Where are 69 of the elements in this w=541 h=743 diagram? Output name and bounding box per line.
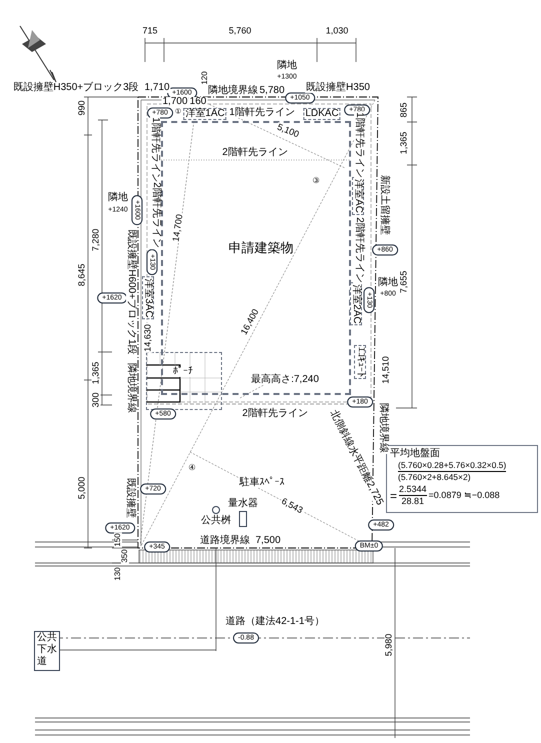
dimension-value: 5,980 <box>384 632 394 658</box>
dimension-value: 6,543 <box>279 496 305 516</box>
plan-annotation: 1階軒先ライン <box>228 108 296 118</box>
plan-annotation: 既設擁壁H350 <box>305 83 371 93</box>
plan-annotation: 新設土留擁壁 <box>379 174 389 236</box>
dimension-value: 1,710 <box>143 83 171 93</box>
fraction-denominator: 28.81 <box>402 496 424 507</box>
plan-annotation: 2階軒先ライン <box>241 409 309 419</box>
dimension-value: 150 <box>114 532 122 548</box>
dimension-value: 350 <box>121 548 129 564</box>
dimension-value: 14,700 <box>172 212 184 244</box>
dimension-value: 1,365 <box>400 130 408 156</box>
fraction-numerator: 2.5344 <box>399 484 427 496</box>
dimension-value: 1,030 <box>324 26 350 36</box>
plan-annotation: ④ <box>188 464 196 472</box>
plan-annotation: 既設擁壁 <box>125 477 135 519</box>
dimension-value: 7,655 <box>400 270 408 294</box>
plan-annotation: 1階軒先ライン <box>354 111 364 179</box>
catch-basin-label: 公共桝 <box>201 516 231 526</box>
plan-annotation: 既設擁壁H350+ブロック3段 <box>12 83 140 93</box>
plan-annotation: 既設擁壁H600+ブロック1段 <box>126 228 136 356</box>
dimension-value: 8,645 <box>78 262 86 288</box>
plan-annotation: 隣地 <box>107 193 129 203</box>
porch-label: ﾎﾟｰﾁ <box>173 367 193 377</box>
water-meter-label: 量水器 <box>228 499 258 509</box>
building-label: 申請建築物 <box>228 239 294 258</box>
plan-annotation: 隣地境界線 <box>378 402 388 454</box>
formula-result: =0.0879 ≒−0.088 <box>428 491 500 500</box>
equipment-box: 洋室1AC <box>183 108 227 120</box>
dimension-value: 5,100 <box>274 122 302 140</box>
dimension-value: 14,630 <box>144 323 152 353</box>
equipment-box: 洋室AC <box>352 177 364 215</box>
dimension-value: 120 <box>201 70 209 86</box>
dimension-value: 7,280 <box>92 228 100 252</box>
plan-annotation: 2階軒先ライン <box>151 181 161 249</box>
plan-annotation: 2階軒先ライン <box>354 216 364 284</box>
dimension-value: 1,700 <box>161 97 189 107</box>
formula-denominator: (5.760×2+8.645×2) <box>398 472 471 483</box>
dimension-value: 865 <box>400 101 408 119</box>
plan-annotation: 隣地境界線 <box>207 86 259 96</box>
equipment-box: 洋室3AC <box>142 276 154 320</box>
formula-heading: 平均地盤面 <box>390 448 441 460</box>
dimension-value: 300 <box>92 391 100 409</box>
water-meter <box>230 499 256 529</box>
plan-annotation: 駐車ｽﾍﾟｰｽ <box>238 478 286 488</box>
plan-annotation: 隣地境界線 <box>126 362 136 414</box>
equipment-box: 洋室2AC <box>350 282 362 326</box>
dimension-value: 5,780 <box>258 86 286 96</box>
equals-sign: = <box>390 490 398 502</box>
dimension-value: 5,000 <box>78 476 86 500</box>
plan-annotation: ③ <box>312 177 320 185</box>
dimension-value: 990 <box>78 99 86 117</box>
equipment-box: ｴｺｷｭｰﾄ <box>354 345 366 379</box>
dimension-value: 5,760 <box>228 26 252 36</box>
equipment-box: LDKAC <box>303 108 341 120</box>
plan-annotation: 2階軒先ライン <box>221 148 289 158</box>
formula-numerator: (5.760×0.28+5.76×0.32×0.5) <box>398 460 506 472</box>
plan-annotation: 道路境界線 <box>199 536 251 546</box>
plan-annotation: 隣地 <box>377 278 399 288</box>
dimension-value: 1,365 <box>92 360 100 386</box>
dimension-value: 715 <box>141 26 159 36</box>
dimension-value: 160 <box>188 97 208 107</box>
dimension-value: 14,510 <box>382 355 390 385</box>
sewer-box: 公共下水道 <box>34 631 60 671</box>
dimension-value: 7,500 <box>254 536 282 546</box>
plan-annotation: 最高高さ:7,240 <box>250 375 320 385</box>
plan-annotation: 隣地 <box>276 61 298 71</box>
dimension-value: 130 <box>114 566 122 582</box>
plan-annotation: 1階軒先ライン <box>150 116 160 184</box>
